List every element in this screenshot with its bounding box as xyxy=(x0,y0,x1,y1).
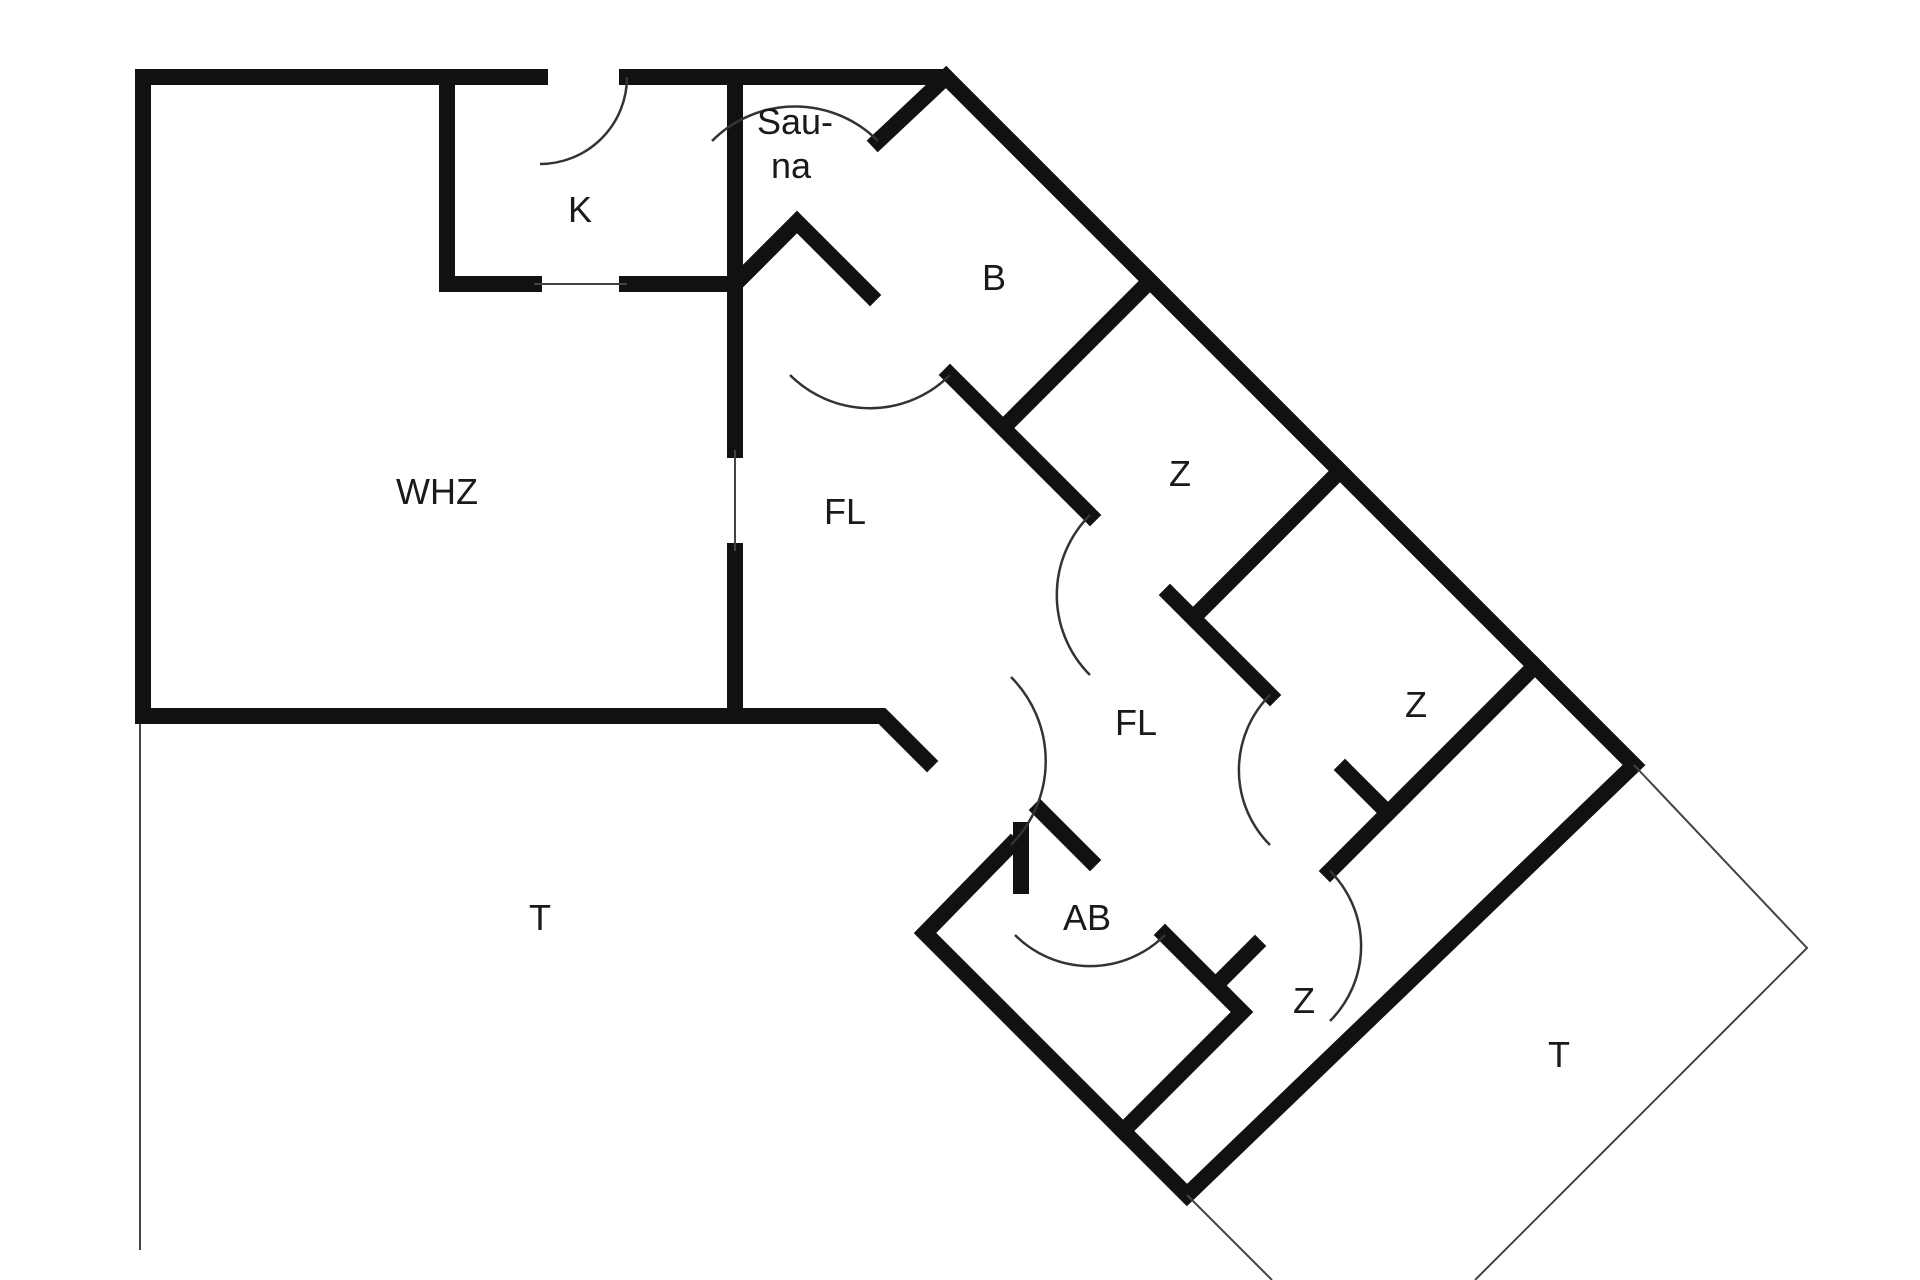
room-label-terrace-right: T xyxy=(1548,1034,1570,1075)
outer-walls xyxy=(135,69,1646,1207)
room-label-bedroom-1: Z xyxy=(1169,453,1191,494)
interior-walls xyxy=(439,65,1547,1143)
room-label-bedroom-3: Z xyxy=(1293,980,1315,1021)
door-arc-bedroom-3 xyxy=(1329,870,1363,1022)
door-arc-sauna xyxy=(711,105,879,142)
door-arc-kitchen xyxy=(539,76,629,166)
room-label-kitchen: K xyxy=(568,189,592,230)
opening-lines xyxy=(534,283,736,551)
room-label-sauna-line2: na xyxy=(771,145,812,186)
room-label-living-room: WHZ xyxy=(396,471,478,512)
door-arc-bedroom-2 xyxy=(1237,694,1271,846)
room-label-terrace-left: T xyxy=(529,897,551,938)
room-label-hallway-upper: FL xyxy=(824,491,866,532)
room-label-bedroom-2: Z xyxy=(1405,684,1427,725)
door-arc-bedroom-1 xyxy=(1055,514,1091,676)
door-arc-bathroom xyxy=(789,374,951,410)
room-label-hallway-lower: FL xyxy=(1115,702,1157,743)
room-label-sauna-line1: Sau- xyxy=(757,101,833,142)
door-arc-utility xyxy=(1014,934,1166,968)
room-label-bathroom: B xyxy=(982,257,1006,298)
terrace-boundary-right xyxy=(1186,764,1809,1280)
room-label-utility: AB xyxy=(1063,897,1111,938)
door-arc-entrance xyxy=(1010,676,1047,846)
